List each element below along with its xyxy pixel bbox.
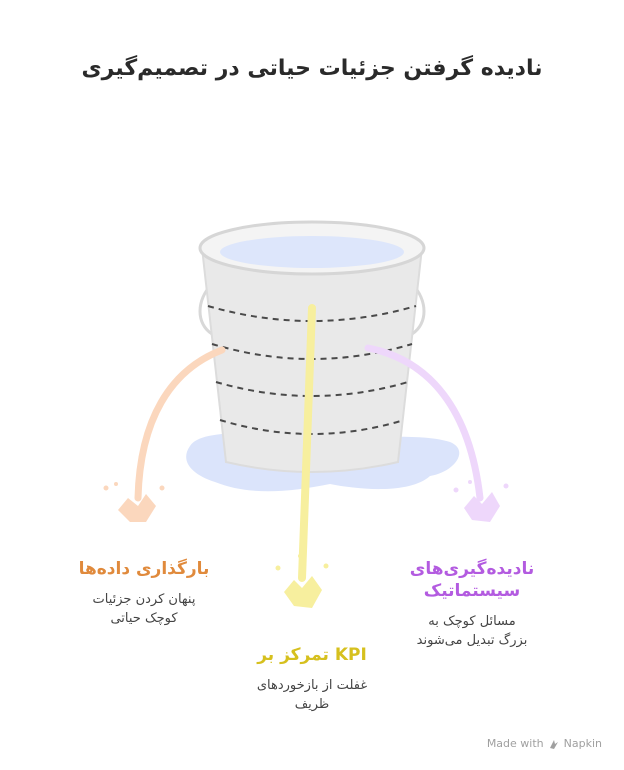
made-with-text: Made with [486,737,544,750]
made-with-napkin[interactable]: Made with Napkin [487,737,602,750]
heading-kpi: KPI تمرکز بر [257,645,367,665]
body-systematic: مسائل کوچک به بزرگ تبدیل می‌شوند [416,614,528,648]
leak-stream-kpi [298,304,316,582]
bucket-water [220,236,404,268]
leak-stream-data-loading [134,346,226,502]
napkin-logo-icon [549,739,558,749]
leak-stream-systematic [364,344,484,502]
heading-systematic: نادیده‌گیری‌های سیستماتیک [409,559,535,601]
splash-data-loading [103,482,165,522]
splash-systematic [453,480,509,522]
page-title: نادیده گرفتن جزئیات حیاتی در تصمیم‌گیری [81,56,543,81]
napkin-brand: Napkin [563,737,602,750]
heading-data-loading: بارگذاری داده‌ها [78,559,210,579]
splash-kpi [275,554,329,608]
body-data-loading: پنهان کردن جزئیات کوچک حیاتی [92,592,196,626]
body-kpi: غفلت از بازخوردهای ظریف [256,678,368,712]
